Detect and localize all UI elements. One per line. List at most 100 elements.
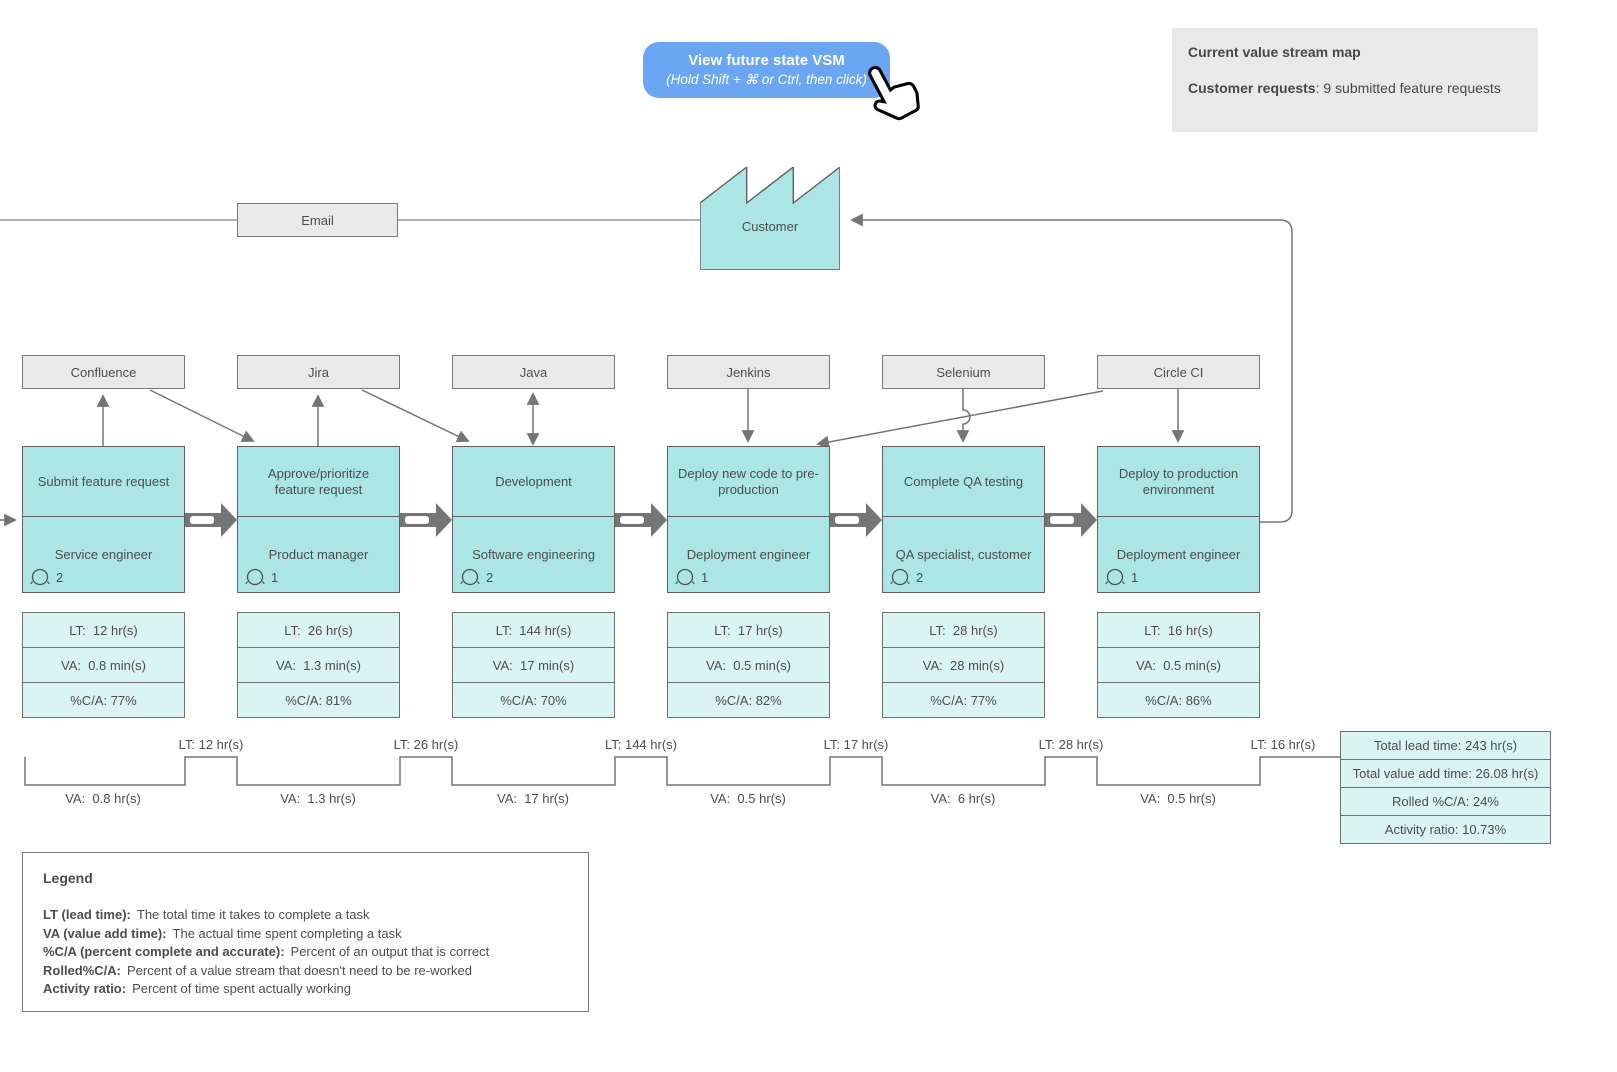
lt-cell: LT: 12 hr(s)	[23, 613, 184, 648]
tool-label: Confluence	[70, 364, 137, 380]
total-value-add-time: Total value add time: 26.08 hr(s)	[1341, 760, 1550, 788]
ca-cell: %C/A: 77%	[70, 692, 137, 708]
ca-cell: %C/A: 82%	[715, 692, 782, 708]
legend-term: Activity ratio:	[43, 981, 127, 996]
timeline-lt-label: LT: 28 hr(s)	[1038, 737, 1104, 752]
operator-count: 2	[460, 567, 493, 587]
process-approve-prioritize[interactable]: Approve/prioritize feature request Produ…	[237, 446, 400, 593]
operator-icon	[460, 568, 480, 586]
process-role: Deployment engineer	[686, 547, 811, 562]
metrics-deploy-production[interactable]: LT: 16 hr(s) VA: 0.5 min(s) %C/A: 86%	[1097, 612, 1260, 718]
va-cell: VA: 0.8 min(s)	[23, 648, 184, 683]
process-role: Software engineering	[472, 547, 595, 562]
process-complete-qa-testing[interactable]: Complete QA testing QA specialist, custo…	[882, 446, 1045, 593]
view-future-vsm-button[interactable]: View future state VSM (Hold Shift + ⌘ or…	[643, 42, 890, 98]
tool-circleci[interactable]: Circle CI	[1097, 355, 1260, 389]
button-title: View future state VSM	[688, 52, 845, 69]
operator-count: 1	[1105, 567, 1138, 587]
va-cell: VA: 0.5 min(s)	[668, 648, 829, 683]
tool-confluence[interactable]: Confluence	[22, 355, 185, 389]
timeline-va-label: VA: 0.5 hr(s)	[1140, 791, 1216, 806]
timeline-va-label: VA: 0.5 hr(s)	[710, 791, 786, 806]
va-cell: VA: 0.5 min(s)	[1098, 648, 1259, 683]
tool-selenium[interactable]: Selenium	[882, 355, 1045, 389]
operator-number: 2	[916, 569, 924, 585]
process-title: Complete QA testing	[883, 447, 1044, 517]
operator-number: 1	[701, 569, 709, 585]
process-development[interactable]: Development Software engineering 2	[452, 446, 615, 593]
email-shape[interactable]: Email	[237, 203, 398, 237]
email-label: Email	[301, 212, 334, 228]
push-arrows	[185, 503, 1097, 537]
tool-jira[interactable]: Jira	[237, 355, 400, 389]
legend-box[interactable]: Legend LT (lead time):The total time it …	[22, 852, 589, 1012]
tool-java[interactable]: Java	[452, 355, 615, 389]
legend-title: Legend	[43, 870, 93, 886]
lt-cell: LT: 17 hr(s)	[668, 613, 829, 648]
legend-term: Rolled%C/A:	[43, 962, 121, 978]
info-title: Current value stream map	[1188, 44, 1361, 60]
metrics-deploy-preproduction[interactable]: LT: 17 hr(s) VA: 0.5 min(s) %C/A: 82%	[667, 612, 830, 718]
operator-number: 1	[271, 569, 279, 585]
process-title: Deploy to production environment	[1098, 447, 1259, 517]
legend-term: VA (value add time):	[43, 925, 167, 941]
ca-cell: %C/A: 70%	[500, 692, 567, 708]
process-title: Submit feature request	[23, 447, 184, 517]
current-vsm-info-box: Current value stream map Customer reques…	[1172, 28, 1538, 132]
lt-cell: LT: 144 hr(s)	[453, 613, 614, 648]
operator-number: 1	[1131, 569, 1139, 585]
legend-item: %C/A (percent complete and accurate):Per…	[43, 943, 568, 962]
metrics-approve[interactable]: LT: 26 hr(s) VA: 1.3 min(s) %C/A: 81%	[237, 612, 400, 718]
ca-cell: %C/A: 81%	[285, 692, 352, 708]
operator-count: 1	[675, 567, 708, 587]
process-deploy-production[interactable]: Deploy to production environment Deploym…	[1097, 446, 1260, 593]
va-cell: VA: 28 min(s)	[883, 648, 1044, 683]
va-cell: VA: 17 min(s)	[453, 648, 614, 683]
tool-label: Jenkins	[726, 364, 771, 380]
info-body: Customer requests: 9 submitted feature r…	[1188, 79, 1522, 97]
timeline-lt-label: LT: 144 hr(s)	[604, 737, 677, 752]
totals-table[interactable]: Total lead time: 243 hr(s) Total value a…	[1340, 731, 1551, 844]
lt-cell: LT: 16 hr(s)	[1098, 613, 1259, 648]
legend-definition: Percent of a value stream that doesn't n…	[127, 962, 473, 978]
process-deploy-preproduction[interactable]: Deploy new code to pre-production Deploy…	[667, 446, 830, 593]
timeline-va-label: VA: 6 hr(s)	[930, 791, 996, 806]
metrics-development[interactable]: LT: 144 hr(s) VA: 17 min(s) %C/A: 70%	[452, 612, 615, 718]
process-title: Deploy new code to pre-production	[668, 447, 829, 517]
arrow-selenium-to-qa	[956, 389, 971, 443]
operator-icon	[1105, 568, 1125, 586]
legend-definition: Percent of an output that is correct	[290, 944, 490, 959]
timeline-lt-label: LT: 16 hr(s)	[1250, 737, 1316, 752]
arrow-circleci-to-preproduction	[816, 390, 1104, 449]
tool-jenkins[interactable]: Jenkins	[667, 355, 830, 389]
timeline-lt-label: LT: 12 hr(s)	[178, 737, 244, 752]
tool-label: Selenium	[936, 364, 991, 380]
operator-icon	[245, 568, 265, 586]
operator-count: 2	[30, 567, 63, 587]
process-submit-feature-request[interactable]: Submit feature request Service engineer …	[22, 446, 185, 593]
tool-label: Jira	[308, 364, 329, 380]
legend-term: LT (lead time):	[43, 907, 131, 922]
legend-item: LT (lead time):The total time it takes t…	[43, 906, 568, 925]
tool-label: Java	[519, 364, 548, 380]
legend-definition: The actual time spent completing a task	[172, 925, 402, 941]
process-title: Approve/prioritize feature request	[238, 447, 399, 517]
ca-cell: %C/A: 86%	[1145, 692, 1212, 708]
metrics-qa[interactable]: LT: 28 hr(s) VA: 28 min(s) %C/A: 77%	[882, 612, 1045, 718]
legend-definition: Percent of time spent actually working	[132, 981, 352, 996]
operator-count: 1	[245, 567, 278, 587]
timeline-lt-label: LT: 26 hr(s)	[393, 737, 459, 752]
timeline-va-label: VA: 17 hr(s)	[496, 791, 569, 806]
legend-item: Activity ratio: Percent of time spent act…	[43, 980, 568, 999]
operator-number: 2	[486, 569, 494, 585]
metrics-submit[interactable]: LT: 12 hr(s) VA: 0.8 min(s) %C/A: 77%	[22, 612, 185, 718]
customer-factory-shape[interactable]: Customer	[699, 165, 841, 271]
lt-cell: LT: 28 hr(s)	[883, 613, 1044, 648]
customer-label: Customer	[741, 219, 799, 234]
process-role: Service engineer	[54, 547, 153, 562]
va-cell: VA: 1.3 min(s)	[238, 648, 399, 683]
feedback-to-customer-connector	[850, 213, 1293, 523]
timeline-va-label: VA: 0.8 hr(s)	[65, 791, 141, 806]
